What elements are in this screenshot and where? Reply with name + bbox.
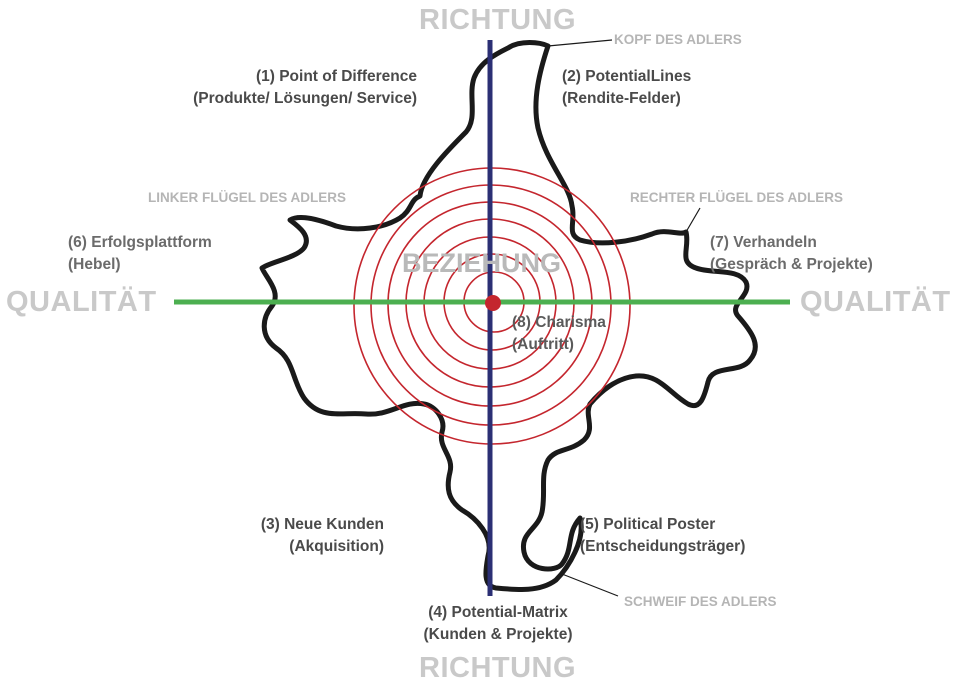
section-1-label: (1) Point of Difference (Produkte/ Lösun… [193,66,417,110]
section-3-subtitle: (Akquisition) [289,538,384,555]
eagle-right-wing-label: RECHTER FLÜGEL DES ADLERS [630,190,844,205]
part-pointers [547,39,701,597]
eagle-tail-label: SCHWEIF DES ADLERS [624,594,777,609]
section-7-label: (7) Verhandeln (Gespräch & Projekte) [710,232,873,276]
section-8-label: (8) Charisma (Auftritt) [512,312,606,356]
center-label: BEZIEHUNG [402,248,562,278]
section-8-subtitle: (Auftritt) [512,336,574,353]
head-pointer [547,39,613,47]
section-6-label: (6) Erfolgsplattform (Hebel) [68,232,212,276]
section-5-title: (5) Political Poster [580,516,716,533]
section-3-title: (3) Neue Kunden [260,516,384,533]
axis-label-quality-left: QUALITÄT [6,286,157,318]
section-7-title: (7) Verhandeln [710,234,817,251]
section-2-title: (2) PotentialLines [562,68,692,85]
eagle-head-label: KOPF DES ADLERS [614,32,742,47]
tail-pointer [561,573,619,597]
right-wing-pointer [685,207,701,233]
axis-label-direction-top: RICHTUNG [419,4,577,36]
section-8-title: (8) Charisma [512,314,606,331]
section-4-subtitle: (Kunden & Projekte) [423,626,573,643]
section-6-subtitle: (Hebel) [68,256,121,273]
section-4-title: (4) Potential-Matrix [428,604,568,621]
section-2-subtitle: (Rendite-Felder) [562,90,681,107]
section-7-subtitle: (Gespräch & Projekte) [710,256,873,273]
section-3-label: (3) Neue Kunden (Akquisition) [261,514,384,558]
section-2-label: (2) PotentialLines (Rendite-Felder) [562,66,691,110]
section-1-title: (1) Point of Difference [255,68,417,85]
axis-label-direction-bottom: RICHTUNG [419,652,577,684]
eagle-left-wing-label: LINKER FLÜGEL DES ADLERS [148,190,347,205]
section-4-label: (4) Potential-Matrix (Kunden & Projekte) [398,602,598,646]
section-6-title: (6) Erfolgsplattform [68,234,212,251]
section-5-subtitle: (Entscheidungsträger) [580,538,746,555]
section-5-label: (5) Political Poster (Entscheidungsträge… [580,514,745,558]
section-1-subtitle: (Produkte/ Lösungen/ Service) [193,90,417,107]
axis-label-quality-right: QUALITÄT [800,286,951,318]
eagle-outline [259,40,758,592]
center-dot [485,295,501,311]
